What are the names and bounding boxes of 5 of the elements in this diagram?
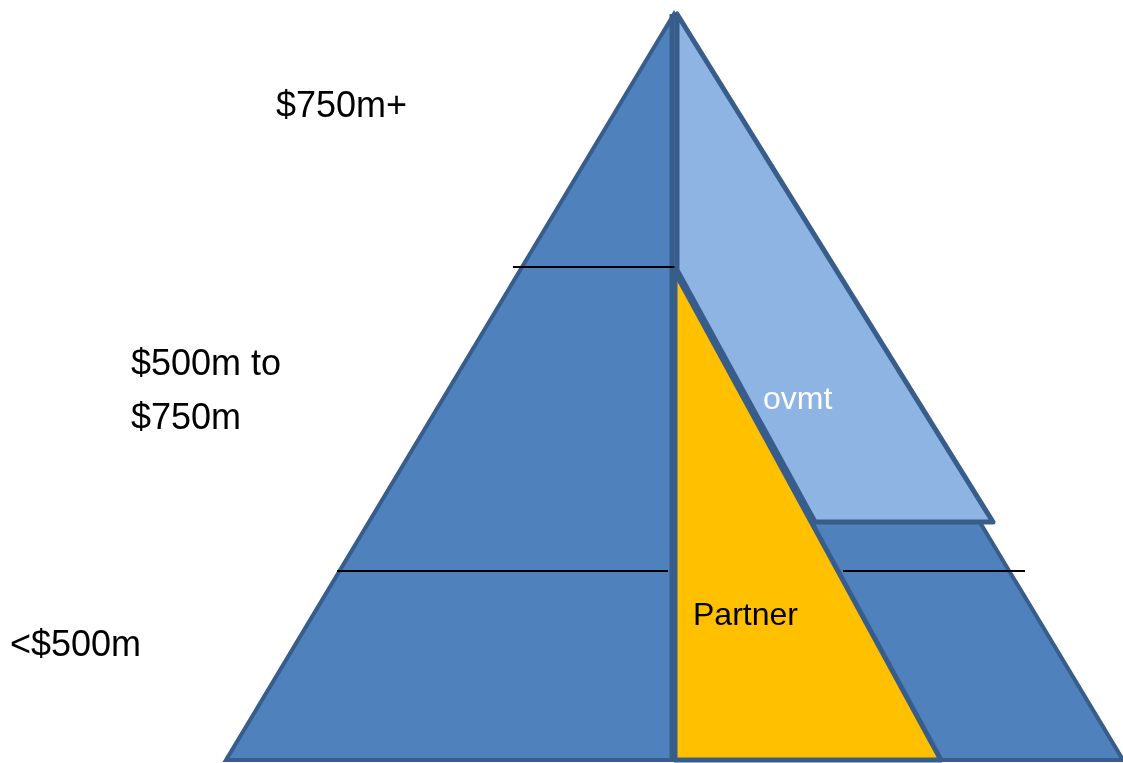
revenue-tier-label: $500m to $750m <box>131 341 283 439</box>
region-label: Partner <box>693 596 798 633</box>
revenue-tier-label: $750m+ <box>276 83 408 127</box>
region-label: ovmt <box>763 380 833 417</box>
revenue-tier-label: <$500m <box>10 622 142 666</box>
